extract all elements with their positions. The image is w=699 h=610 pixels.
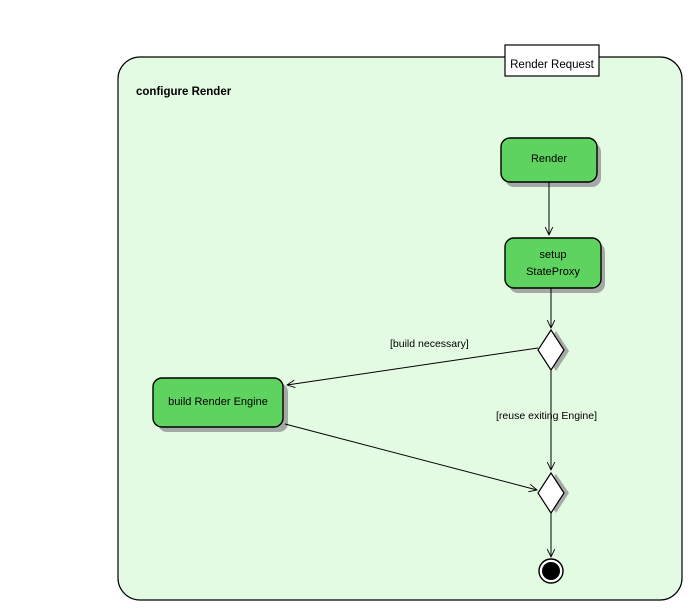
frame-title: configure Render bbox=[136, 86, 232, 98]
build-rect bbox=[152, 377, 284, 428]
edge-decision-to-build bbox=[287, 347, 539, 385]
action-node-build-render-engine[interactable] bbox=[152, 377, 288, 432]
render-rect bbox=[500, 137, 598, 183]
setup-rect bbox=[504, 237, 602, 289]
edge-build-to-merge bbox=[284, 423, 537, 490]
entry-point-label: Render Request bbox=[510, 59, 594, 71]
frame-border bbox=[117, 56, 683, 601]
final-node-core bbox=[542, 562, 560, 580]
edge-label-reuse-exiting-engine: [reuse exiting Engine] bbox=[496, 410, 597, 422]
activity-frame bbox=[117, 56, 683, 601]
edge-label-build-necessary: [build necessary] bbox=[390, 338, 469, 350]
entry-point-rect bbox=[504, 44, 600, 77]
action-node-render[interactable] bbox=[500, 137, 601, 187]
final-node[interactable] bbox=[538, 558, 564, 584]
action-node-setup-state-proxy[interactable] bbox=[504, 237, 605, 293]
entry-point-box bbox=[504, 44, 600, 77]
